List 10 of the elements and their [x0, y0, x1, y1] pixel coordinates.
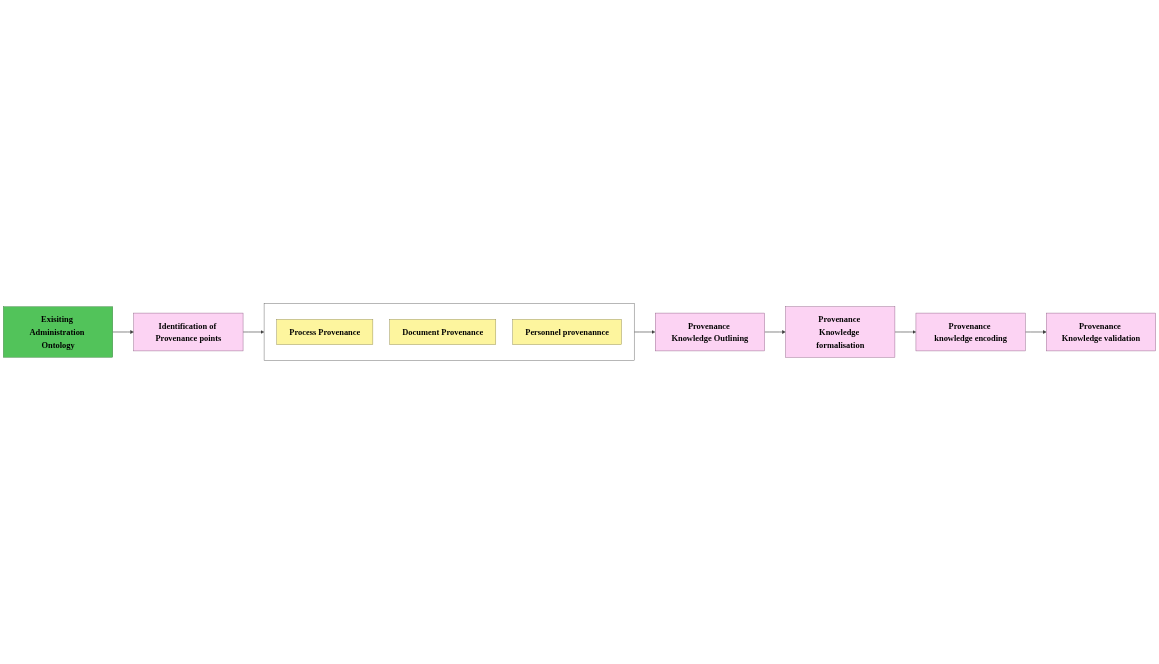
node-box: Provenance Knowledge formalisation: [785, 306, 896, 358]
node-box: Exisiting Administration Ontology: [3, 306, 113, 358]
node-box: Document Provenance: [389, 319, 496, 345]
node-box: Provenance Knowledge Outlining: [655, 312, 765, 352]
cluster: [263, 303, 635, 361]
node-box: Process Provenance: [276, 319, 374, 345]
node-box: Identification of Provenance points: [133, 312, 244, 352]
node-box: Provenance Knowledge validation: [1046, 312, 1156, 352]
node-box: Personnel provenannce: [512, 319, 622, 345]
node-box: Provenance knowledge encoding: [915, 312, 1026, 352]
